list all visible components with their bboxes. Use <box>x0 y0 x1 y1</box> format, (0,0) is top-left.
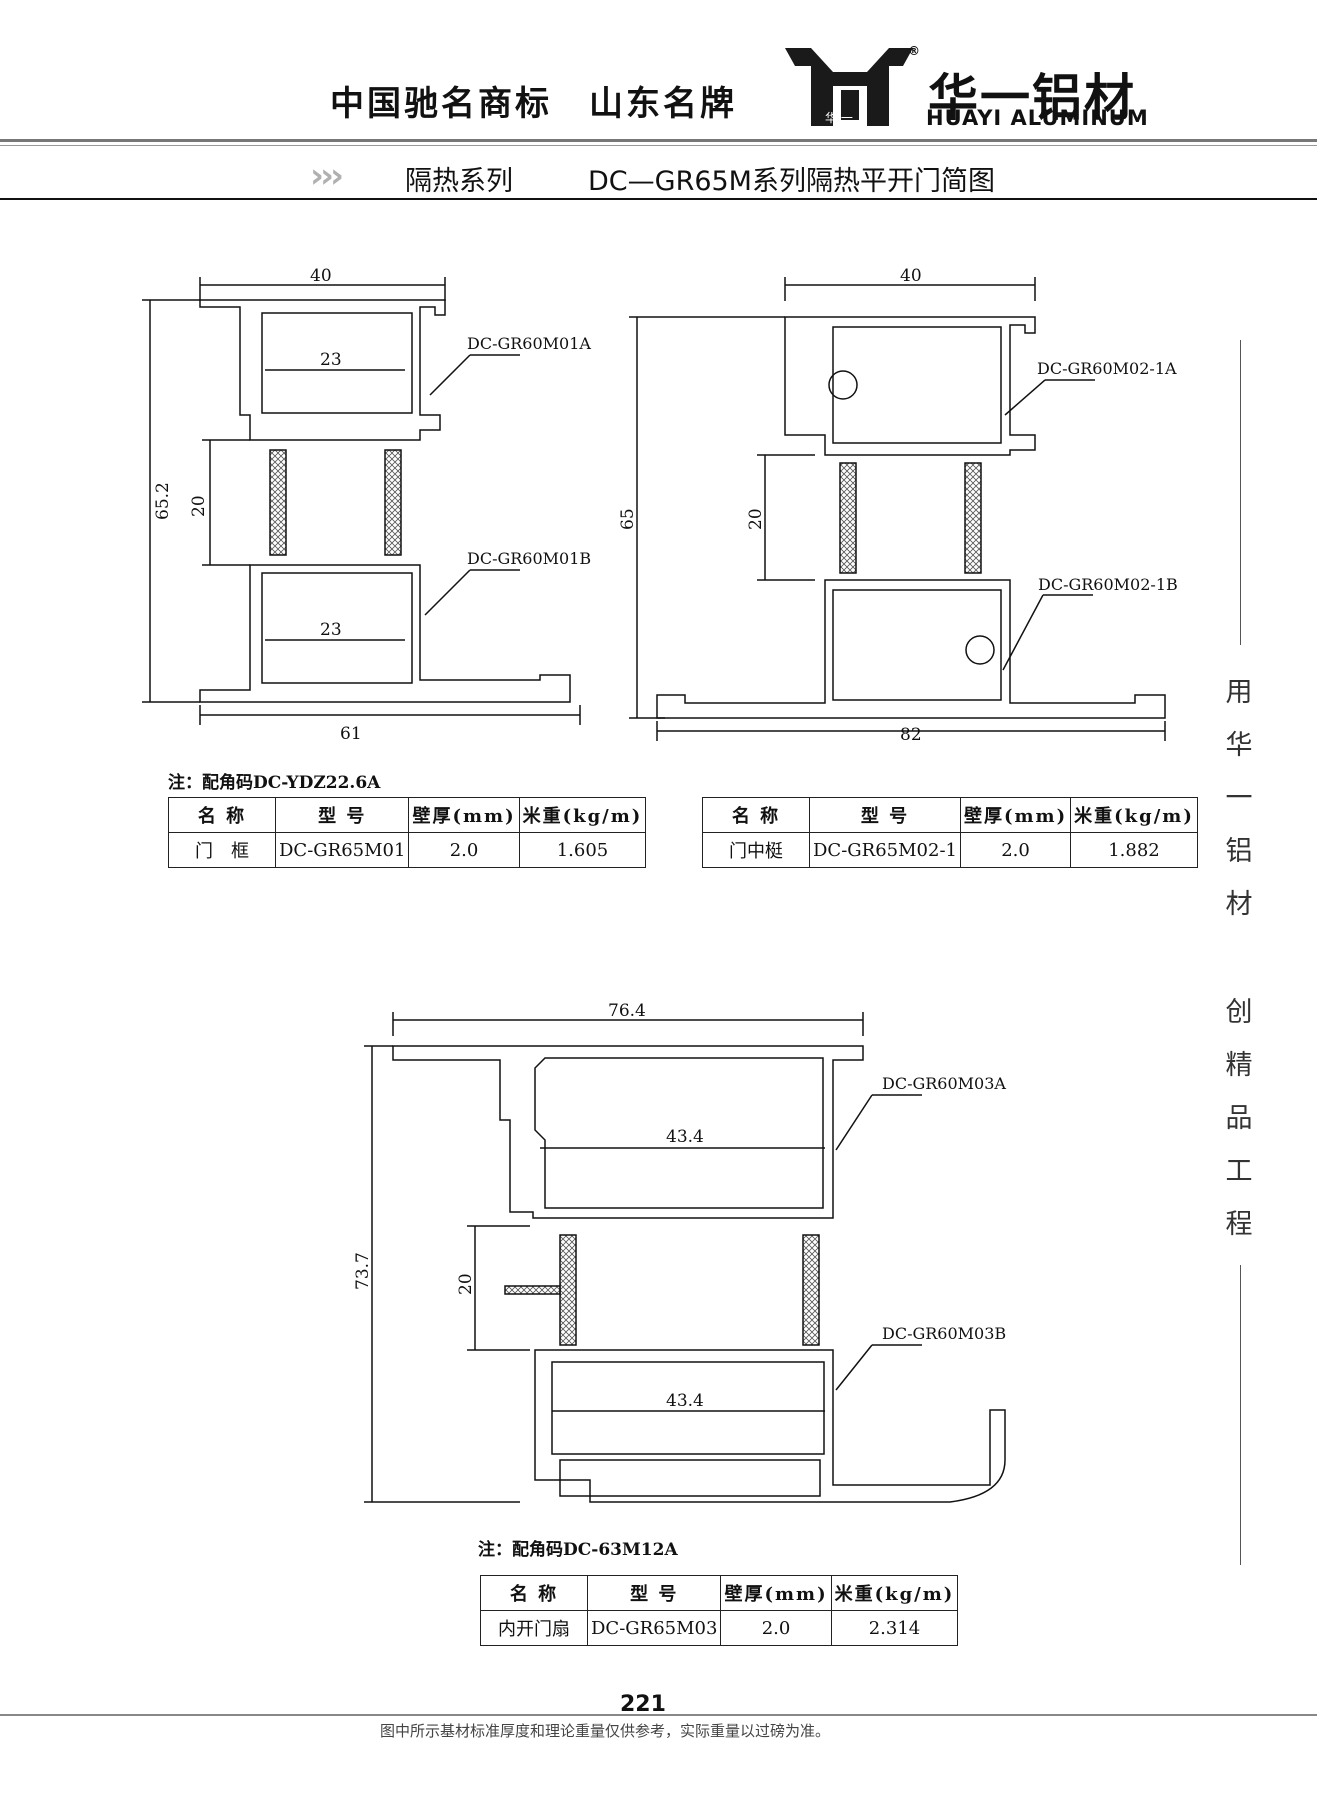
footer-rule <box>0 1714 1317 1716</box>
frame-dim-bottom: 61 <box>340 724 362 744</box>
table-cell: 内开门扇 <box>480 1610 588 1646</box>
frame-profile-drawing: 40 23 23 61 65.2 20 DC-GR60M01A DC-GR60M… <box>142 266 591 744</box>
side-char-3: 一 <box>1225 783 1253 814</box>
logo-mark-text: 华 一 <box>825 111 853 125</box>
frame-dim-height: 65.2 <box>153 482 173 520</box>
page-number: 221 <box>620 1692 666 1717</box>
table-row: 门 框 DC-GR65M01 2.0 1.605 <box>168 832 647 868</box>
table-header: 米重(kg/m) <box>518 797 647 833</box>
title-rule <box>0 198 1317 200</box>
sash-label-b: DC-GR60M03B <box>882 1324 1006 1343</box>
table-row: 门中梃 DC-GR65M02-1 2.0 1.882 <box>702 832 1198 868</box>
mullion-dim-top: 40 <box>900 266 922 286</box>
mullion-spec-table: 名 称 型 号 壁厚(mm) 米重(kg/m) 门中梃 DC-GR65M02-1… <box>702 797 1198 868</box>
sash-profile-drawing: 76.4 43.4 43.4 73.7 20 DC-GR60M03A DC-GR… <box>353 1001 1006 1503</box>
table-row: 内开门扇 DC-GR65M03 2.0 2.314 <box>480 1610 959 1646</box>
mullion-dim-bottom: 82 <box>900 725 922 745</box>
header-rule <box>0 139 1317 142</box>
side-line-top <box>1240 340 1241 645</box>
sash-dim-height: 73.7 <box>353 1252 373 1290</box>
sash-label-a: DC-GR60M03A <box>882 1074 1006 1093</box>
table-cell: 2.0 <box>959 832 1072 868</box>
mullion-label-a: DC-GR60M02-1A <box>1037 359 1177 378</box>
table-cell: 1.605 <box>518 832 647 868</box>
footer-disclaimer: 图中所示基材标准厚度和理论重量仅供参考，实际重量以过磅为准。 <box>380 1722 831 1740</box>
side-char-8: 品 <box>1225 1103 1253 1134</box>
side-char-6: 创 <box>1225 997 1253 1028</box>
side-line-bottom <box>1240 1265 1241 1565</box>
header-slogan: 中国驰名商标 山东名牌 <box>330 84 737 124</box>
table-header: 壁厚(mm) <box>720 1575 832 1611</box>
table-header: 型 号 <box>274 797 410 833</box>
huayi-logo-icon: 华 一 <box>785 48 913 126</box>
table-cell: 2.0 <box>720 1610 832 1646</box>
frame-label-a: DC-GR60M01A <box>467 334 591 353</box>
table-header: 米重(kg/m) <box>1070 797 1198 833</box>
brand-name-cn: 华一铝材 <box>928 69 1136 127</box>
brand-name-en: HUAYI ALUMINUM <box>926 106 1149 130</box>
sash-note: 注：配角码DC-63M12A <box>478 1540 678 1560</box>
table-cell: 2.0 <box>408 832 520 868</box>
frame-dim-bridge: 20 <box>189 495 209 517</box>
table-header: 壁厚(mm) <box>408 797 520 833</box>
sash-spec-table: 名 称 型 号 壁厚(mm) 米重(kg/m) 内开门扇 DC-GR65M03 … <box>480 1575 959 1646</box>
table-cell: 1.882 <box>1070 832 1198 868</box>
sash-dim-bridge: 20 <box>456 1273 476 1295</box>
mullion-dim-bridge: 20 <box>746 508 766 530</box>
side-char-7: 精 <box>1225 1050 1253 1081</box>
side-char-1: 用 <box>1225 677 1253 708</box>
table-header: 米重(kg/m) <box>830 1575 959 1611</box>
mullion-profile-drawing: 40 82 65 20 DC-GR60M02-1A DC-GR60M02-1B <box>618 266 1178 745</box>
table-cell: 门中梃 <box>702 832 810 868</box>
frame-note: 注：配角码DC-YDZ22.6A <box>168 773 381 793</box>
frame-dim-inner-bottom: 23 <box>320 620 342 640</box>
side-char-5: 材 <box>1225 889 1253 920</box>
side-char-4: 铝 <box>1225 836 1253 867</box>
registered-mark: ® <box>908 44 920 58</box>
frame-dim-top: 40 <box>310 266 332 286</box>
table-cell: DC-GR65M01 <box>274 832 410 868</box>
mullion-dim-height: 65 <box>618 508 638 530</box>
arrows-icon: ››› <box>310 156 344 196</box>
side-char-9: 工 <box>1225 1156 1253 1187</box>
table-cell: DC-GR65M03 <box>586 1610 722 1646</box>
header-rule-thin <box>0 145 1317 146</box>
table-cell: 门 框 <box>168 832 276 868</box>
mullion-label-b: DC-GR60M02-1B <box>1038 575 1178 594</box>
table-header: 型 号 <box>809 797 961 833</box>
frame-label-b: DC-GR60M01B <box>467 549 591 568</box>
sash-dim-inner-top: 43.4 <box>666 1127 704 1147</box>
series-label: 隔热系列 <box>405 166 513 197</box>
table-cell: DC-GR65M02-1 <box>809 832 961 868</box>
frame-dim-inner-top: 23 <box>320 350 342 370</box>
table-header: 名 称 <box>480 1575 588 1611</box>
table-header: 名 称 <box>702 797 810 833</box>
table-header: 壁厚(mm) <box>959 797 1072 833</box>
sash-dim-inner-bottom: 43.4 <box>666 1391 704 1411</box>
drawing-title: DC—GR65M系列隔热平开门简图 <box>588 166 995 197</box>
sash-dim-top: 76.4 <box>608 1001 646 1021</box>
side-char-10: 程 <box>1225 1209 1253 1240</box>
side-char-2: 华 <box>1225 730 1253 761</box>
table-header: 型 号 <box>586 1575 722 1611</box>
table-header: 名 称 <box>168 797 276 833</box>
frame-spec-table: 名 称 型 号 壁厚(mm) 米重(kg/m) 门 框 DC-GR65M01 2… <box>168 797 647 868</box>
table-cell: 2.314 <box>830 1610 959 1646</box>
